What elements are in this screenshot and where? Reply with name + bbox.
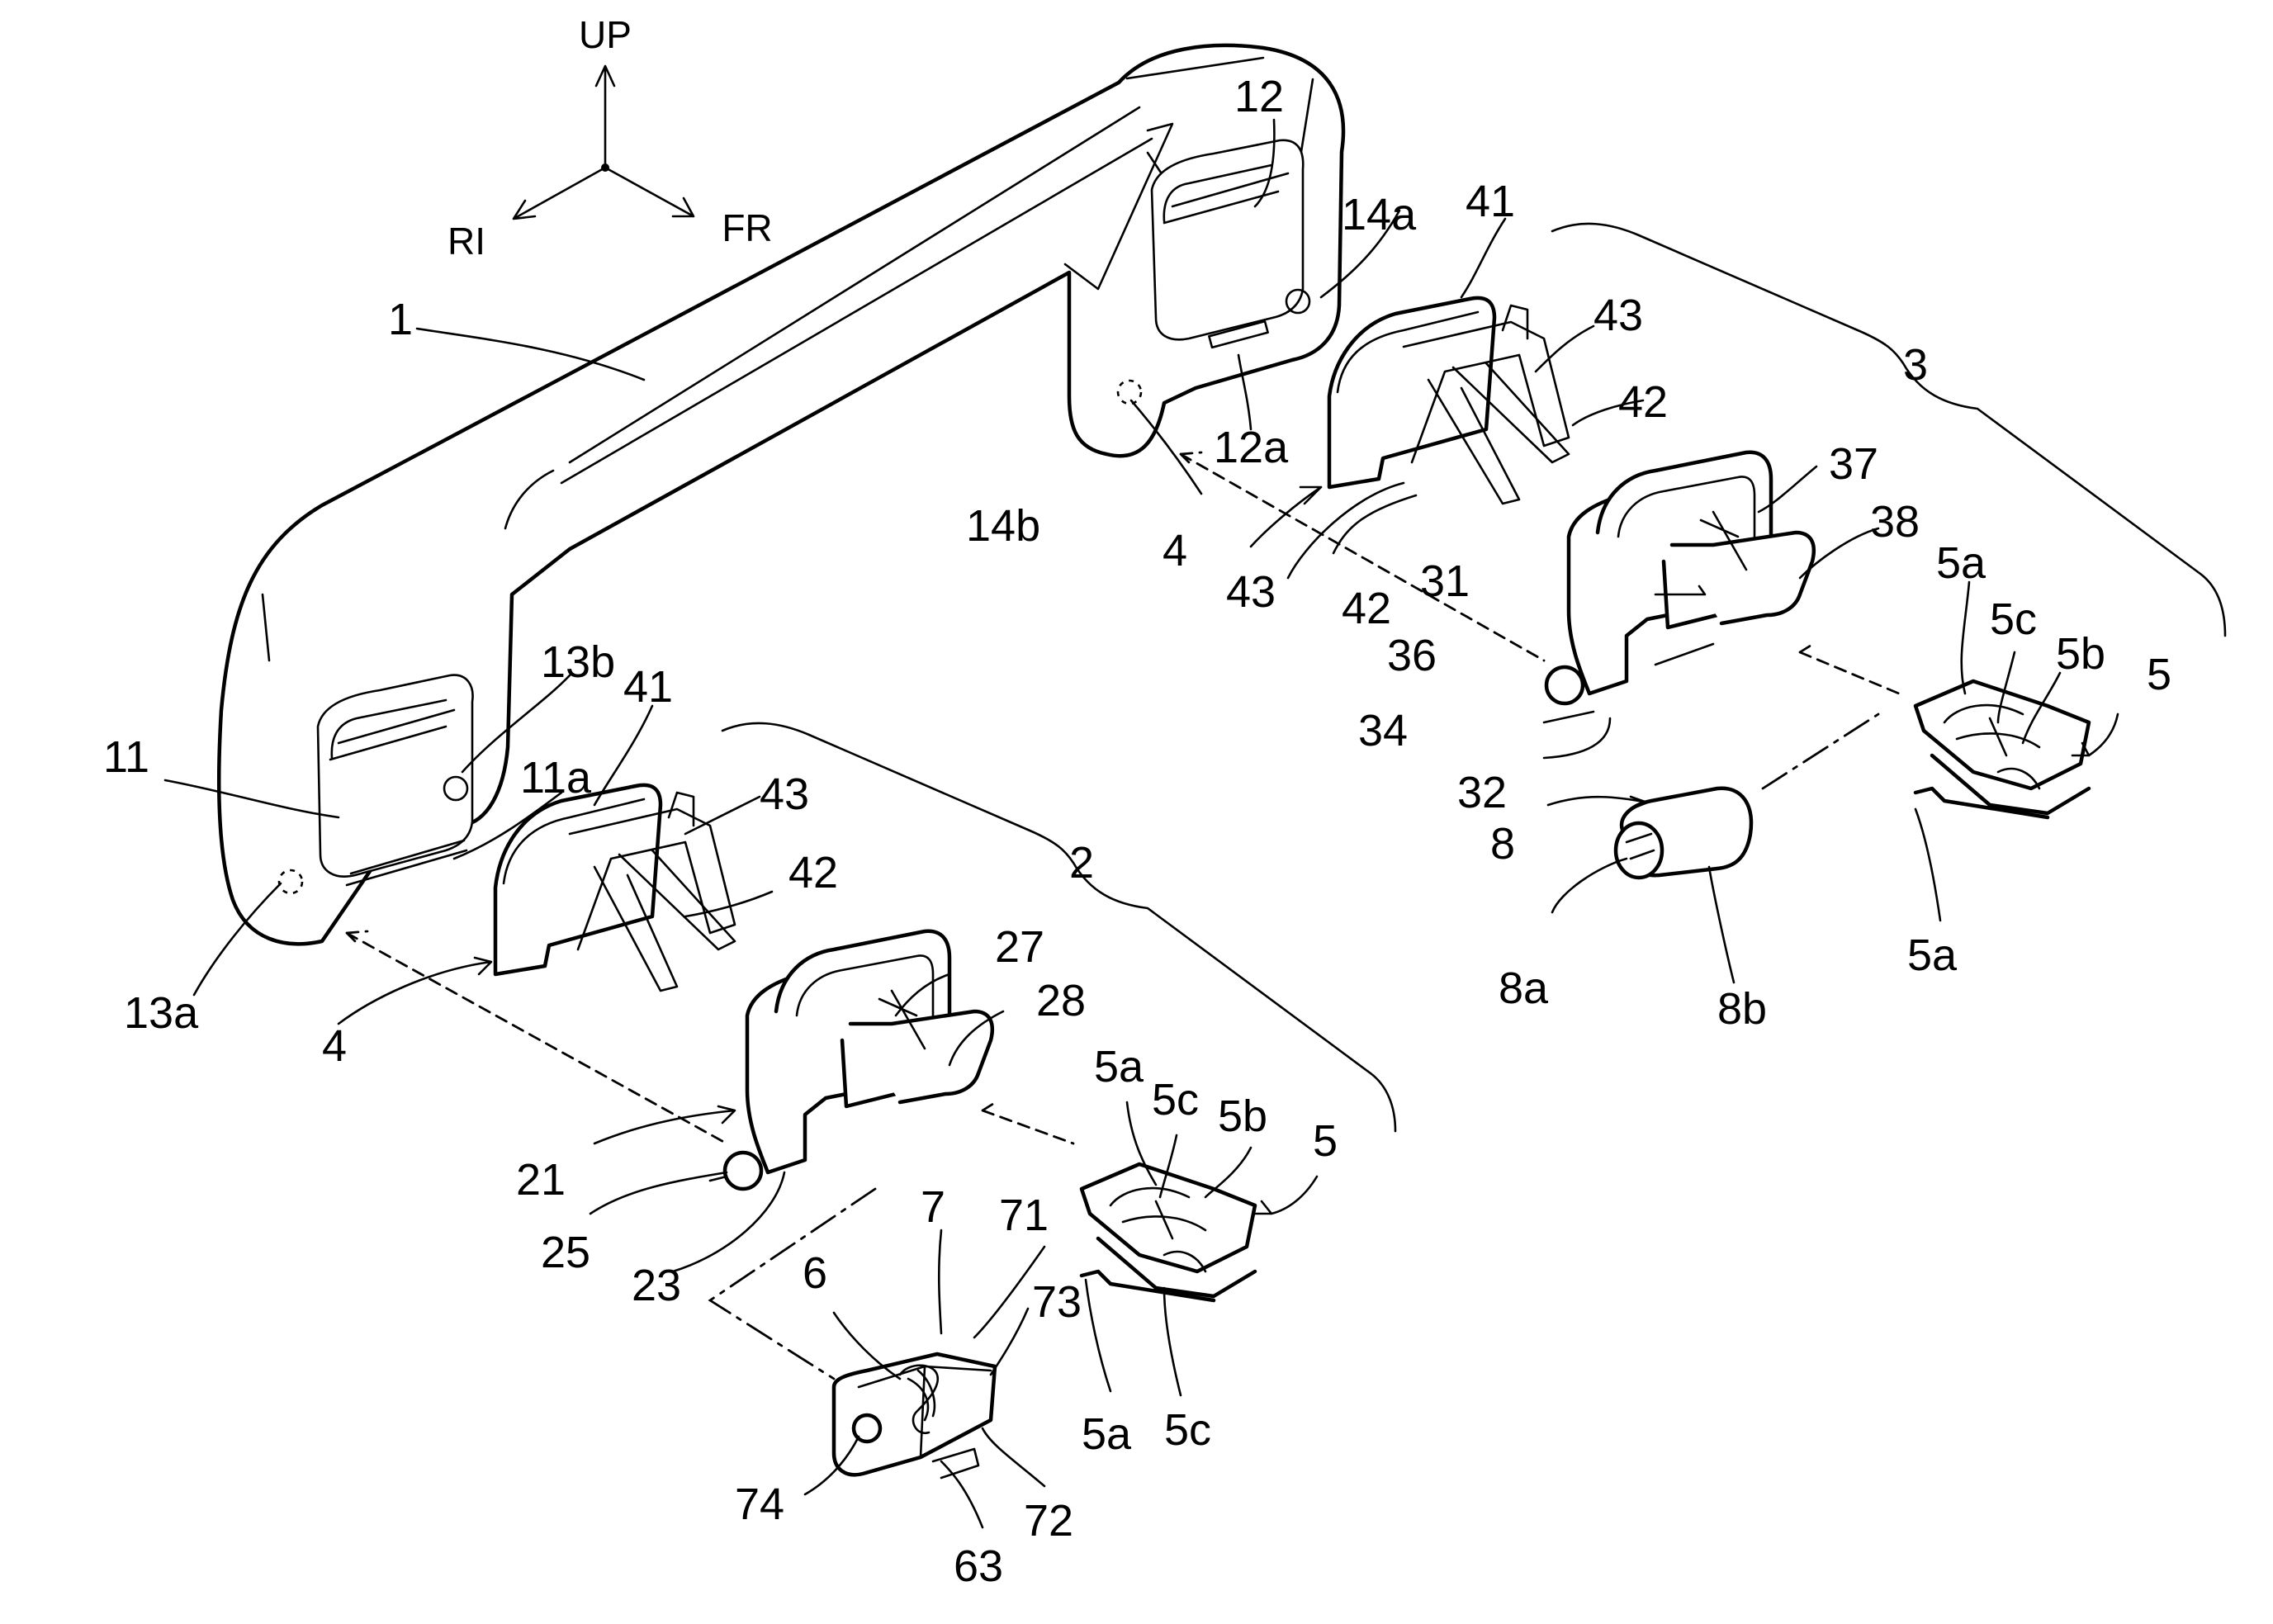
label-4-right: 4 (1163, 526, 1187, 575)
label-25: 25 (541, 1228, 590, 1277)
label-23: 23 (632, 1261, 681, 1310)
label-13a: 13a (124, 988, 199, 1038)
direction-ri-label: RI (447, 220, 485, 263)
hinge-left (710, 931, 992, 1189)
label-7: 7 (921, 1182, 945, 1232)
label-5c-left-bottom: 5c (1164, 1405, 1211, 1455)
label-74: 74 (735, 1480, 784, 1529)
label-38: 38 (1870, 497, 1920, 547)
hinge-right (1546, 452, 1814, 703)
label-72: 72 (1024, 1496, 1073, 1546)
label-5b-right: 5b (2056, 629, 2105, 679)
boss-34 (1546, 667, 1583, 703)
label-2: 2 (1069, 838, 1094, 888)
label-1: 1 (388, 295, 413, 344)
label-14a: 14a (1342, 190, 1417, 239)
direction-up-label: UP (579, 13, 632, 56)
bracket-right (1329, 298, 1569, 504)
label-71: 71 (999, 1191, 1049, 1240)
exploded-line-left-lower (983, 1102, 1073, 1143)
label-4-left: 4 (322, 1021, 347, 1071)
label-43-right: 43 (1593, 291, 1643, 340)
label-63: 63 (954, 1541, 1003, 1591)
label-8: 8 (1490, 819, 1515, 869)
spring-clip-left (1082, 1164, 1255, 1300)
label-31: 31 (1420, 556, 1470, 606)
direction-indicator: UP RI FR (447, 13, 773, 263)
label-27: 27 (995, 922, 1044, 972)
label-43-left: 43 (760, 769, 809, 819)
label-36: 36 (1387, 631, 1437, 680)
label-42-right: 42 (1618, 377, 1668, 427)
label-5a-left-top: 5a (1094, 1042, 1144, 1091)
direction-fr-label: FR (722, 206, 772, 249)
seat-left (318, 675, 473, 877)
label-5c-left-top: 5c (1152, 1075, 1199, 1124)
label-41-right: 41 (1466, 177, 1515, 226)
label-13b: 13b (541, 637, 615, 687)
label-6: 6 (803, 1248, 827, 1298)
label-5-left: 5 (1313, 1116, 1338, 1166)
label-21: 21 (516, 1155, 566, 1205)
label-3: 3 (1903, 340, 1928, 390)
label-73: 73 (1032, 1277, 1082, 1327)
label-42-right-lower: 42 (1342, 584, 1391, 633)
label-5c-right: 5c (1990, 594, 2037, 644)
label-42-left: 42 (788, 848, 838, 897)
exploded-line-right-lower (1800, 644, 1899, 694)
exploded-line-right-damper (1763, 714, 1878, 788)
label-34: 34 (1358, 706, 1408, 755)
label-8a: 8a (1499, 964, 1549, 1013)
damper-right (1616, 788, 1751, 878)
label-14b: 14b (966, 501, 1040, 551)
label-5a-right-top: 5a (1936, 538, 1987, 588)
label-41-left: 41 (623, 662, 673, 712)
label-32: 32 (1457, 768, 1507, 817)
label-12: 12 (1234, 72, 1284, 121)
label-43-right-lower: 43 (1226, 567, 1276, 617)
damper-unit (834, 1354, 995, 1478)
boss-25 (725, 1153, 761, 1189)
seat-right (1152, 140, 1303, 339)
label-11: 11 (103, 732, 149, 782)
label-5a-left-bottom: 5a (1082, 1409, 1132, 1459)
label-11a: 11a (520, 753, 592, 803)
label-5a-right-bottom: 5a (1907, 930, 1958, 980)
label-5b-left: 5b (1218, 1091, 1267, 1141)
label-8b: 8b (1717, 984, 1767, 1034)
label-28: 28 (1036, 976, 1086, 1025)
label-37: 37 (1829, 439, 1878, 489)
label-5-right: 5 (2147, 650, 2171, 699)
exploded-line-left-damper (710, 1189, 875, 1379)
label-12a: 12a (1214, 423, 1289, 472)
